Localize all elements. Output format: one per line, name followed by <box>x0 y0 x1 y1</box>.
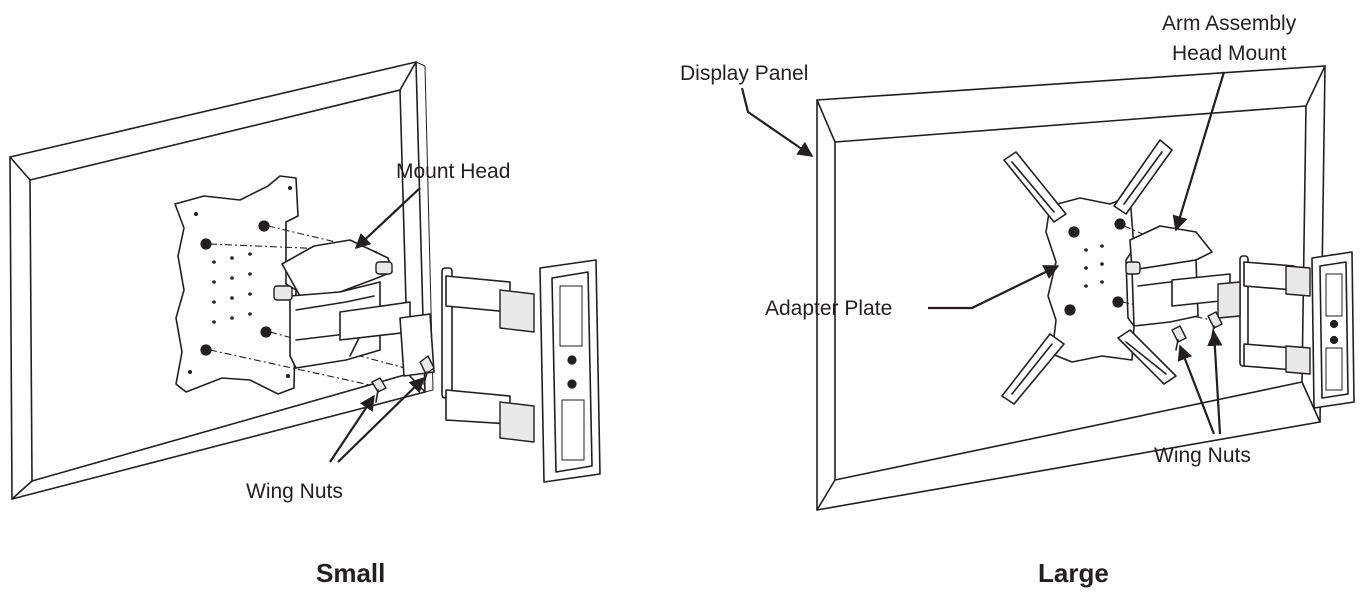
large-wing-nuts-label: Wing Nuts <box>1154 444 1251 467</box>
small-tv-plate <box>174 175 299 395</box>
small-arms <box>339 267 535 443</box>
small-wing-nuts <box>371 355 435 403</box>
small-mount-head <box>273 239 393 369</box>
large-adapter-arm-top-left <box>1003 151 1067 223</box>
large-arm-assembly-label-line2: Head Mount <box>1172 42 1287 65</box>
large-head-mount <box>1125 225 1213 327</box>
large-adapter-arm-bottom-left <box>1001 333 1065 405</box>
large-adapter-arm-top-right <box>1113 139 1173 215</box>
small-wing-nuts-arrow-left <box>329 394 375 463</box>
large-wing-nuts-arrow-right <box>1207 330 1223 435</box>
large-adapter-plate-label: Adapter Plate <box>765 297 892 320</box>
small-caption: Small <box>316 558 385 588</box>
small-figure: Mount Head Wing Nuts Small <box>9 61 601 588</box>
large-wing-nuts-arrow-left <box>1177 344 1216 435</box>
small-mount-head-label: Mount Head <box>396 160 510 183</box>
large-arm-assembly-label-line1: Arm Assembly <box>1162 12 1297 35</box>
large-adapter-plate <box>1001 139 1177 405</box>
small-wall-plate <box>539 259 601 483</box>
large-adapter-plate-arrow <box>928 265 1060 310</box>
large-caption: Large <box>1038 558 1109 588</box>
large-wall-plate <box>1311 251 1355 409</box>
large-arm-assembly-arrow <box>1172 71 1226 232</box>
small-wing-nuts-arrow-right <box>337 376 426 463</box>
small-wing-nuts-label: Wing Nuts <box>246 480 343 503</box>
large-wing-nuts <box>1171 311 1223 351</box>
large-display-panel-label: Display Panel <box>680 62 808 85</box>
large-figure: Display Panel Arm Assembly Head Mount Ad… <box>680 12 1355 588</box>
small-mount-head-arrow <box>354 187 421 250</box>
large-arms <box>1171 255 1311 375</box>
large-adapter-arm-bottom-right <box>1117 329 1177 385</box>
large-display-panel-arrow <box>740 87 814 157</box>
